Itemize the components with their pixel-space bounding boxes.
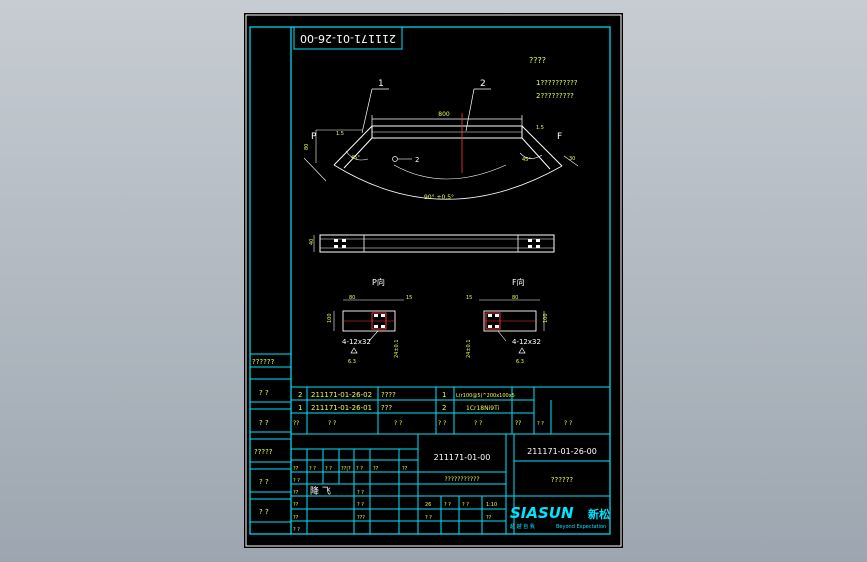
detail-left-hole-spec: 4-12x32 [342, 338, 371, 346]
parts-header-name: ? ? [394, 420, 402, 427]
side-label-column [249, 353, 292, 523]
part-name-1: ??? [381, 404, 392, 412]
detail-left-width: 80 [349, 295, 355, 301]
title-cell-17: ? ? [444, 502, 451, 508]
detail-right-offset: 15 [466, 295, 472, 301]
part-name-2: ???? [381, 391, 396, 399]
title-cell-3: ? ? [325, 466, 332, 472]
parts-header-total: ? ? [537, 421, 544, 427]
title-cell-20: ? ? [425, 515, 432, 521]
stamp: 降 飞 [310, 485, 331, 497]
detail-left-vertical: 24±0.1 [394, 339, 400, 358]
detail-right-hole-spec: 4-12x32 [512, 338, 541, 346]
detail-left-height: 100 [327, 313, 333, 323]
dim-left-height: 80 [304, 144, 310, 150]
assembly-number: 211171-01-00 [434, 453, 491, 462]
side-label-2: ? ? [259, 389, 269, 397]
parts-header-unit: ?? [515, 420, 521, 427]
note-line-1: 1?????????? [536, 79, 578, 87]
title-cell-1: ?? [293, 466, 299, 472]
drawing-sheet: 211171-01-26-00 ???? 1?????????? 2??????… [244, 13, 623, 548]
dim-left-angle: 45° [351, 155, 360, 161]
side-label-5: ? ? [259, 478, 269, 486]
dim-chamfer-left: 1.5 [336, 131, 344, 137]
parts-header-remark: ? ? [564, 420, 572, 427]
company-name-cn: 新松 [588, 507, 610, 521]
title-number: 211171-01-26-00 [300, 32, 396, 45]
title-cell-5: ? ? [356, 466, 363, 472]
company-name: SIASUN [510, 504, 574, 522]
title-cell-21: ?? [486, 515, 492, 521]
part-no-2: 2 [298, 391, 302, 399]
title-cell-9: ?? [293, 490, 299, 496]
dim-bottom-arc: 90° ±0.5° [424, 194, 454, 201]
title-cell-8: ? ? [293, 478, 300, 484]
company-logo: SIASUN 新松 超 越 自 我 Beyond Expectation [510, 504, 610, 530]
title-cell-12: ?? [293, 515, 299, 521]
cad-drawing: 211171-01-26-00 ???? 1?????????? 2??????… [245, 14, 622, 547]
detail-left-roughness: 6.3 [348, 359, 356, 365]
title-meta: ??????????? [444, 476, 479, 483]
front-view: 800 P F 1.5 1.5 80 45° 45° 90° ±0.5° 30 … [303, 111, 579, 201]
part-qty-1: 2 [442, 404, 446, 412]
part-label-1: 1 [378, 79, 384, 89]
detail-f-view: F向 15 80 100 4-12x32 6.3 24±0.1 [466, 277, 549, 365]
part-code-2: 211171-01-26-02 [311, 391, 372, 399]
parts-header-code: ? ? [328, 420, 336, 427]
part-material-1: 1Cr18Ni9Ti [466, 405, 500, 412]
slogan-cn: 超 越 自 我 [510, 523, 535, 530]
part-qty-2: 1 [442, 391, 446, 399]
detail-right-vertical: 24±0.1 [466, 339, 472, 358]
side-label-6: ? ? [259, 508, 269, 516]
dim-side-height: 40 [309, 239, 315, 245]
title-cell-15: ??? [357, 515, 365, 521]
part-label-2: 2 [480, 79, 486, 89]
part-material-2: L(r100@5)^200x100x5 [456, 393, 515, 399]
detail-right-roughness: 6.3 [516, 359, 524, 365]
right-marker: F [557, 132, 562, 142]
parts-header-qty: ? ? [438, 420, 446, 427]
title-cell-2: ? ? [309, 466, 316, 472]
dim-right-tail: 30 [569, 156, 575, 162]
part-code-1: 211171-01-26-01 [311, 404, 372, 412]
title-cell-18: ? ? [462, 502, 469, 508]
title-cell-6: ?? [373, 466, 379, 472]
parts-header-material: ? ? [474, 420, 482, 427]
title-cell-4: ??|? [341, 466, 351, 472]
slogan-en: Beyond Expectation [556, 524, 606, 530]
left-marker: P [311, 132, 317, 142]
detail-p-view: P向 80 15 100 4-12x32 6.3 24±0.1 [327, 277, 412, 365]
side-view: 40 [309, 234, 555, 253]
part-no-1: 1 [298, 404, 302, 412]
detail-left-label: P向 [372, 277, 385, 287]
title-cell-19: 1:10 [486, 502, 497, 508]
parts-header-no: ?? [293, 420, 299, 427]
detail-left-offset: 15 [406, 295, 412, 301]
title-cell-7: ?? [402, 466, 408, 472]
drawing-number: 211171-01-26-00 [527, 447, 597, 456]
note-line-2: 2????????? [536, 92, 574, 100]
drawing-name: ?????? [551, 476, 574, 484]
dim-right-angle: 45° [522, 157, 531, 163]
detail-right-height: 100 [543, 313, 549, 323]
weld-mark: 2 [415, 156, 419, 164]
title-block-grid [291, 434, 610, 534]
detail-right-width: 80 [512, 295, 518, 301]
title-cell-14: ? ? [357, 502, 364, 508]
dim-chamfer-right: 1.5 [536, 125, 544, 131]
side-label-3: ? ? [259, 419, 269, 427]
title-cell-16: 26 [425, 502, 431, 508]
note-title: ???? [529, 56, 546, 65]
side-label-4: ????? [254, 448, 273, 456]
parts-list-grid [291, 386, 610, 435]
title-cell-13: ? ? [293, 527, 300, 533]
dim-top-length: 800 [438, 111, 450, 118]
side-label-1: ?????? [252, 358, 275, 366]
detail-right-label: F向 [512, 277, 525, 287]
inner-frame [249, 26, 611, 535]
title-cell-11: ?? [293, 502, 299, 508]
title-cell-10: ? ? [357, 490, 364, 496]
